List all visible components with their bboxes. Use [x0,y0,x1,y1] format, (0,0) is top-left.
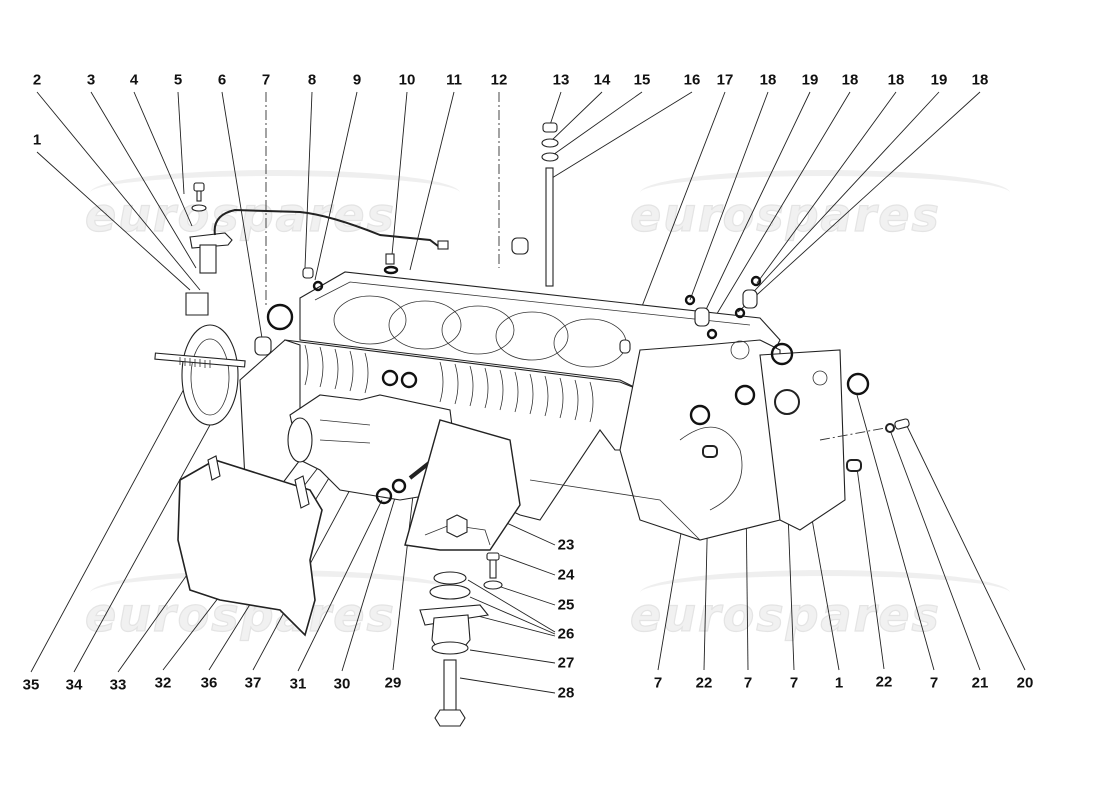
callout-30: 30 [333,675,351,693]
callout-1: 1 [834,674,844,692]
engine-mount-bracket [404,419,521,551]
callout-27: 27 [557,654,575,672]
callout-4: 4 [129,71,139,89]
callout-1: 1 [32,131,42,149]
callout-26: 26 [557,625,575,643]
callout-10: 10 [398,71,416,89]
callout-7: 7 [789,674,799,692]
callout-18: 18 [841,71,859,89]
callout-7: 7 [261,71,271,89]
callout-24: 24 [557,566,575,584]
plugs-and-seals [185,122,910,472]
watermark-swoosh [90,170,460,216]
callout-15: 15 [633,71,651,89]
callout-18: 18 [971,71,989,89]
callout-36: 36 [200,674,218,692]
callout-32: 32 [154,674,172,692]
leader-lines [30,91,1026,694]
callout-21: 21 [971,674,989,692]
callout-22: 22 [875,673,893,691]
starter-motor [287,369,461,505]
callout-19: 19 [930,71,948,89]
engine-block [239,271,846,541]
watermark: eurospares [629,187,941,242]
callout-33: 33 [109,676,127,694]
callout-25: 25 [557,596,575,614]
callout-34: 34 [65,676,83,694]
callout-14: 14 [593,71,611,89]
callout-8: 8 [307,71,317,89]
callout-3: 3 [86,71,96,89]
callout-22: 22 [695,674,713,692]
watermark-swoosh [640,570,1010,616]
callout-12: 12 [490,71,508,89]
sensor-assembly [189,182,449,274]
callout-23: 23 [557,536,575,554]
callout-18: 18 [887,71,905,89]
watermark-swoosh [640,170,1010,216]
callout-11: 11 [446,71,462,89]
callout-7: 7 [653,674,663,692]
callout-37: 37 [244,674,262,692]
callout-18: 18 [759,71,777,89]
heat-shield [177,455,323,637]
callout-5: 5 [173,71,183,89]
callout-20: 20 [1016,674,1034,692]
callout-13: 13 [552,71,570,89]
callout-28: 28 [557,684,575,702]
callout-29: 29 [384,674,402,692]
callout-31: 31 [289,675,307,693]
callout-9: 9 [352,71,362,89]
callout-17: 17 [716,71,734,89]
rear-seal-and-stud [154,324,246,426]
callout-7: 7 [743,674,753,692]
callout-16: 16 [683,71,701,89]
callout-19: 19 [801,71,819,89]
mount-hardware [419,552,503,727]
callout-2: 2 [32,71,42,89]
callout-6: 6 [217,71,227,89]
callout-7: 7 [929,674,939,692]
callout-35: 35 [22,676,40,694]
watermark: eurospares [629,587,941,642]
